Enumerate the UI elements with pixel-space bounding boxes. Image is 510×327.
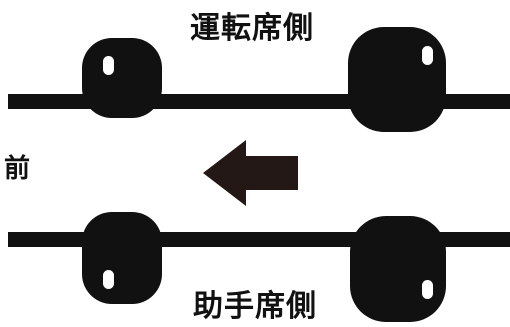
driver-side-rear-wheel	[348, 27, 446, 132]
passenger-side-front-wheel	[82, 212, 162, 304]
driver-side-front-wheel	[82, 38, 162, 118]
passenger-side-label: 助手席側	[193, 289, 317, 324]
driver-side-label: 運転席側	[190, 11, 314, 46]
arrow-left-icon	[203, 140, 298, 206]
front-label: 前	[4, 154, 32, 184]
wheel-marker-icon	[103, 56, 114, 75]
wheel-marker-icon	[422, 46, 433, 65]
passenger-side-rear-wheel	[350, 216, 446, 322]
wheel-marker-icon	[422, 280, 433, 299]
wheel-marker-icon	[103, 270, 114, 289]
